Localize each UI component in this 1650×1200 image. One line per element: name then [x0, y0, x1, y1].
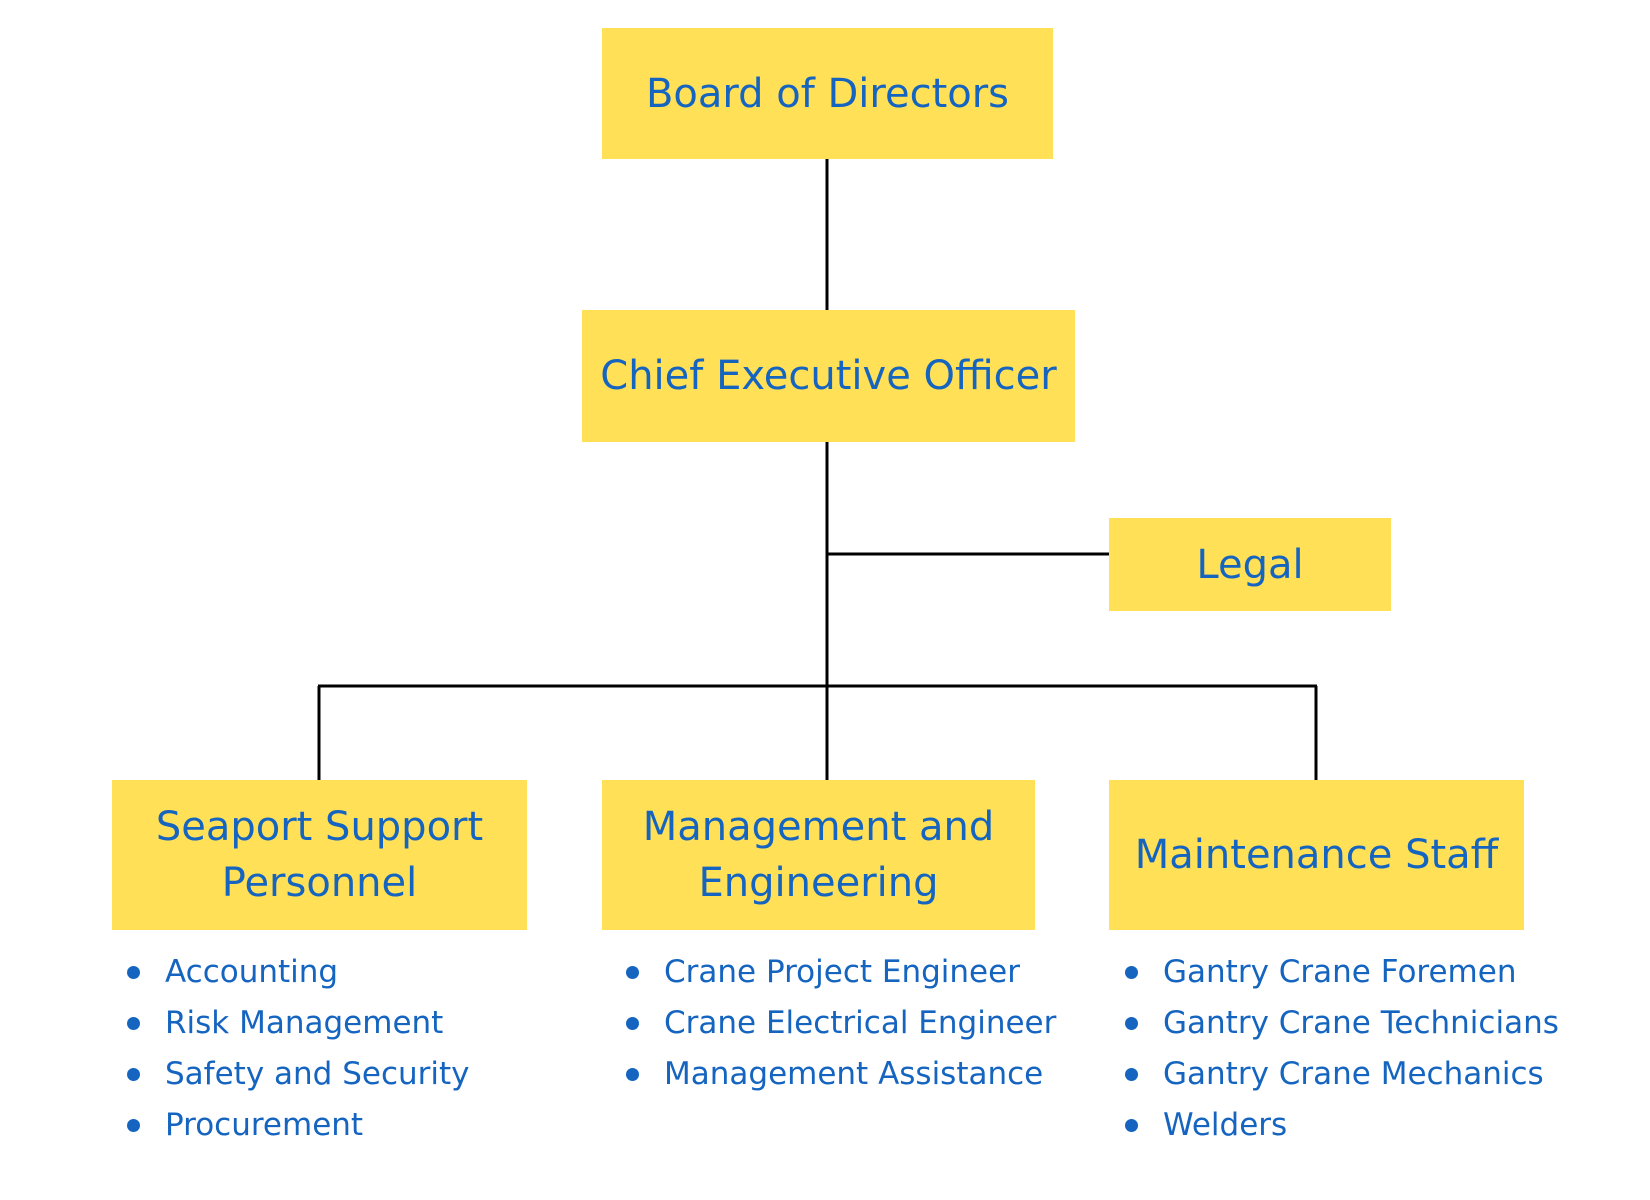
bullet-icon: [127, 1119, 140, 1132]
list-item: Crane Electrical Engineer: [626, 998, 1056, 1049]
bullet-icon: [626, 1068, 639, 1081]
maintenance-staff-label: Maintenance Staff: [1134, 832, 1499, 878]
board-of-directors-box: Board of Directors: [602, 28, 1053, 159]
list-item: Welders: [1125, 1100, 1559, 1151]
board-of-directors-label: Board of Directors: [645, 70, 1010, 117]
bullet-icon: [127, 966, 140, 979]
list-item: Gantry Crane Technicians: [1125, 998, 1559, 1049]
ceo-label: Chief Executive Officer: [600, 353, 1057, 399]
management-engineering-label: Management and Engineering: [642, 804, 995, 906]
bullet-icon: [1125, 1119, 1138, 1132]
list-item: Gantry Crane Foremen: [1125, 947, 1559, 998]
maintenance-staff-list: Gantry Crane Foremen Gantry Crane Techni…: [1125, 947, 1559, 1151]
list-item: Procurement: [127, 1100, 470, 1151]
legal-box: Legal: [1109, 518, 1391, 611]
legal-label: Legal: [1196, 541, 1304, 588]
bullet-icon: [1125, 966, 1138, 979]
bullet-icon: [127, 1017, 140, 1030]
seaport-support-list: Accounting Risk Management Safety and Se…: [127, 947, 470, 1151]
bullet-icon: [1125, 1017, 1138, 1030]
list-item: Crane Project Engineer: [626, 947, 1056, 998]
list-item: Safety and Security: [127, 1049, 470, 1100]
seaport-support-box: Seaport Support Personnel: [112, 780, 527, 930]
list-item: Risk Management: [127, 998, 470, 1049]
bullet-icon: [1125, 1068, 1138, 1081]
maintenance-staff-box: Maintenance Staff: [1109, 780, 1524, 930]
management-engineering-box: Management and Engineering: [602, 780, 1035, 930]
ceo-box: Chief Executive Officer: [582, 310, 1075, 442]
bullet-icon: [626, 1017, 639, 1030]
bullet-icon: [127, 1068, 140, 1081]
list-item: Gantry Crane Mechanics: [1125, 1049, 1559, 1100]
list-item: Accounting: [127, 947, 470, 998]
management-engineering-list: Crane Project Engineer Crane Electrical …: [626, 947, 1056, 1100]
seaport-support-label: Seaport Support Personnel: [155, 804, 484, 906]
list-item: Management Assistance: [626, 1049, 1056, 1100]
bullet-icon: [626, 966, 639, 979]
